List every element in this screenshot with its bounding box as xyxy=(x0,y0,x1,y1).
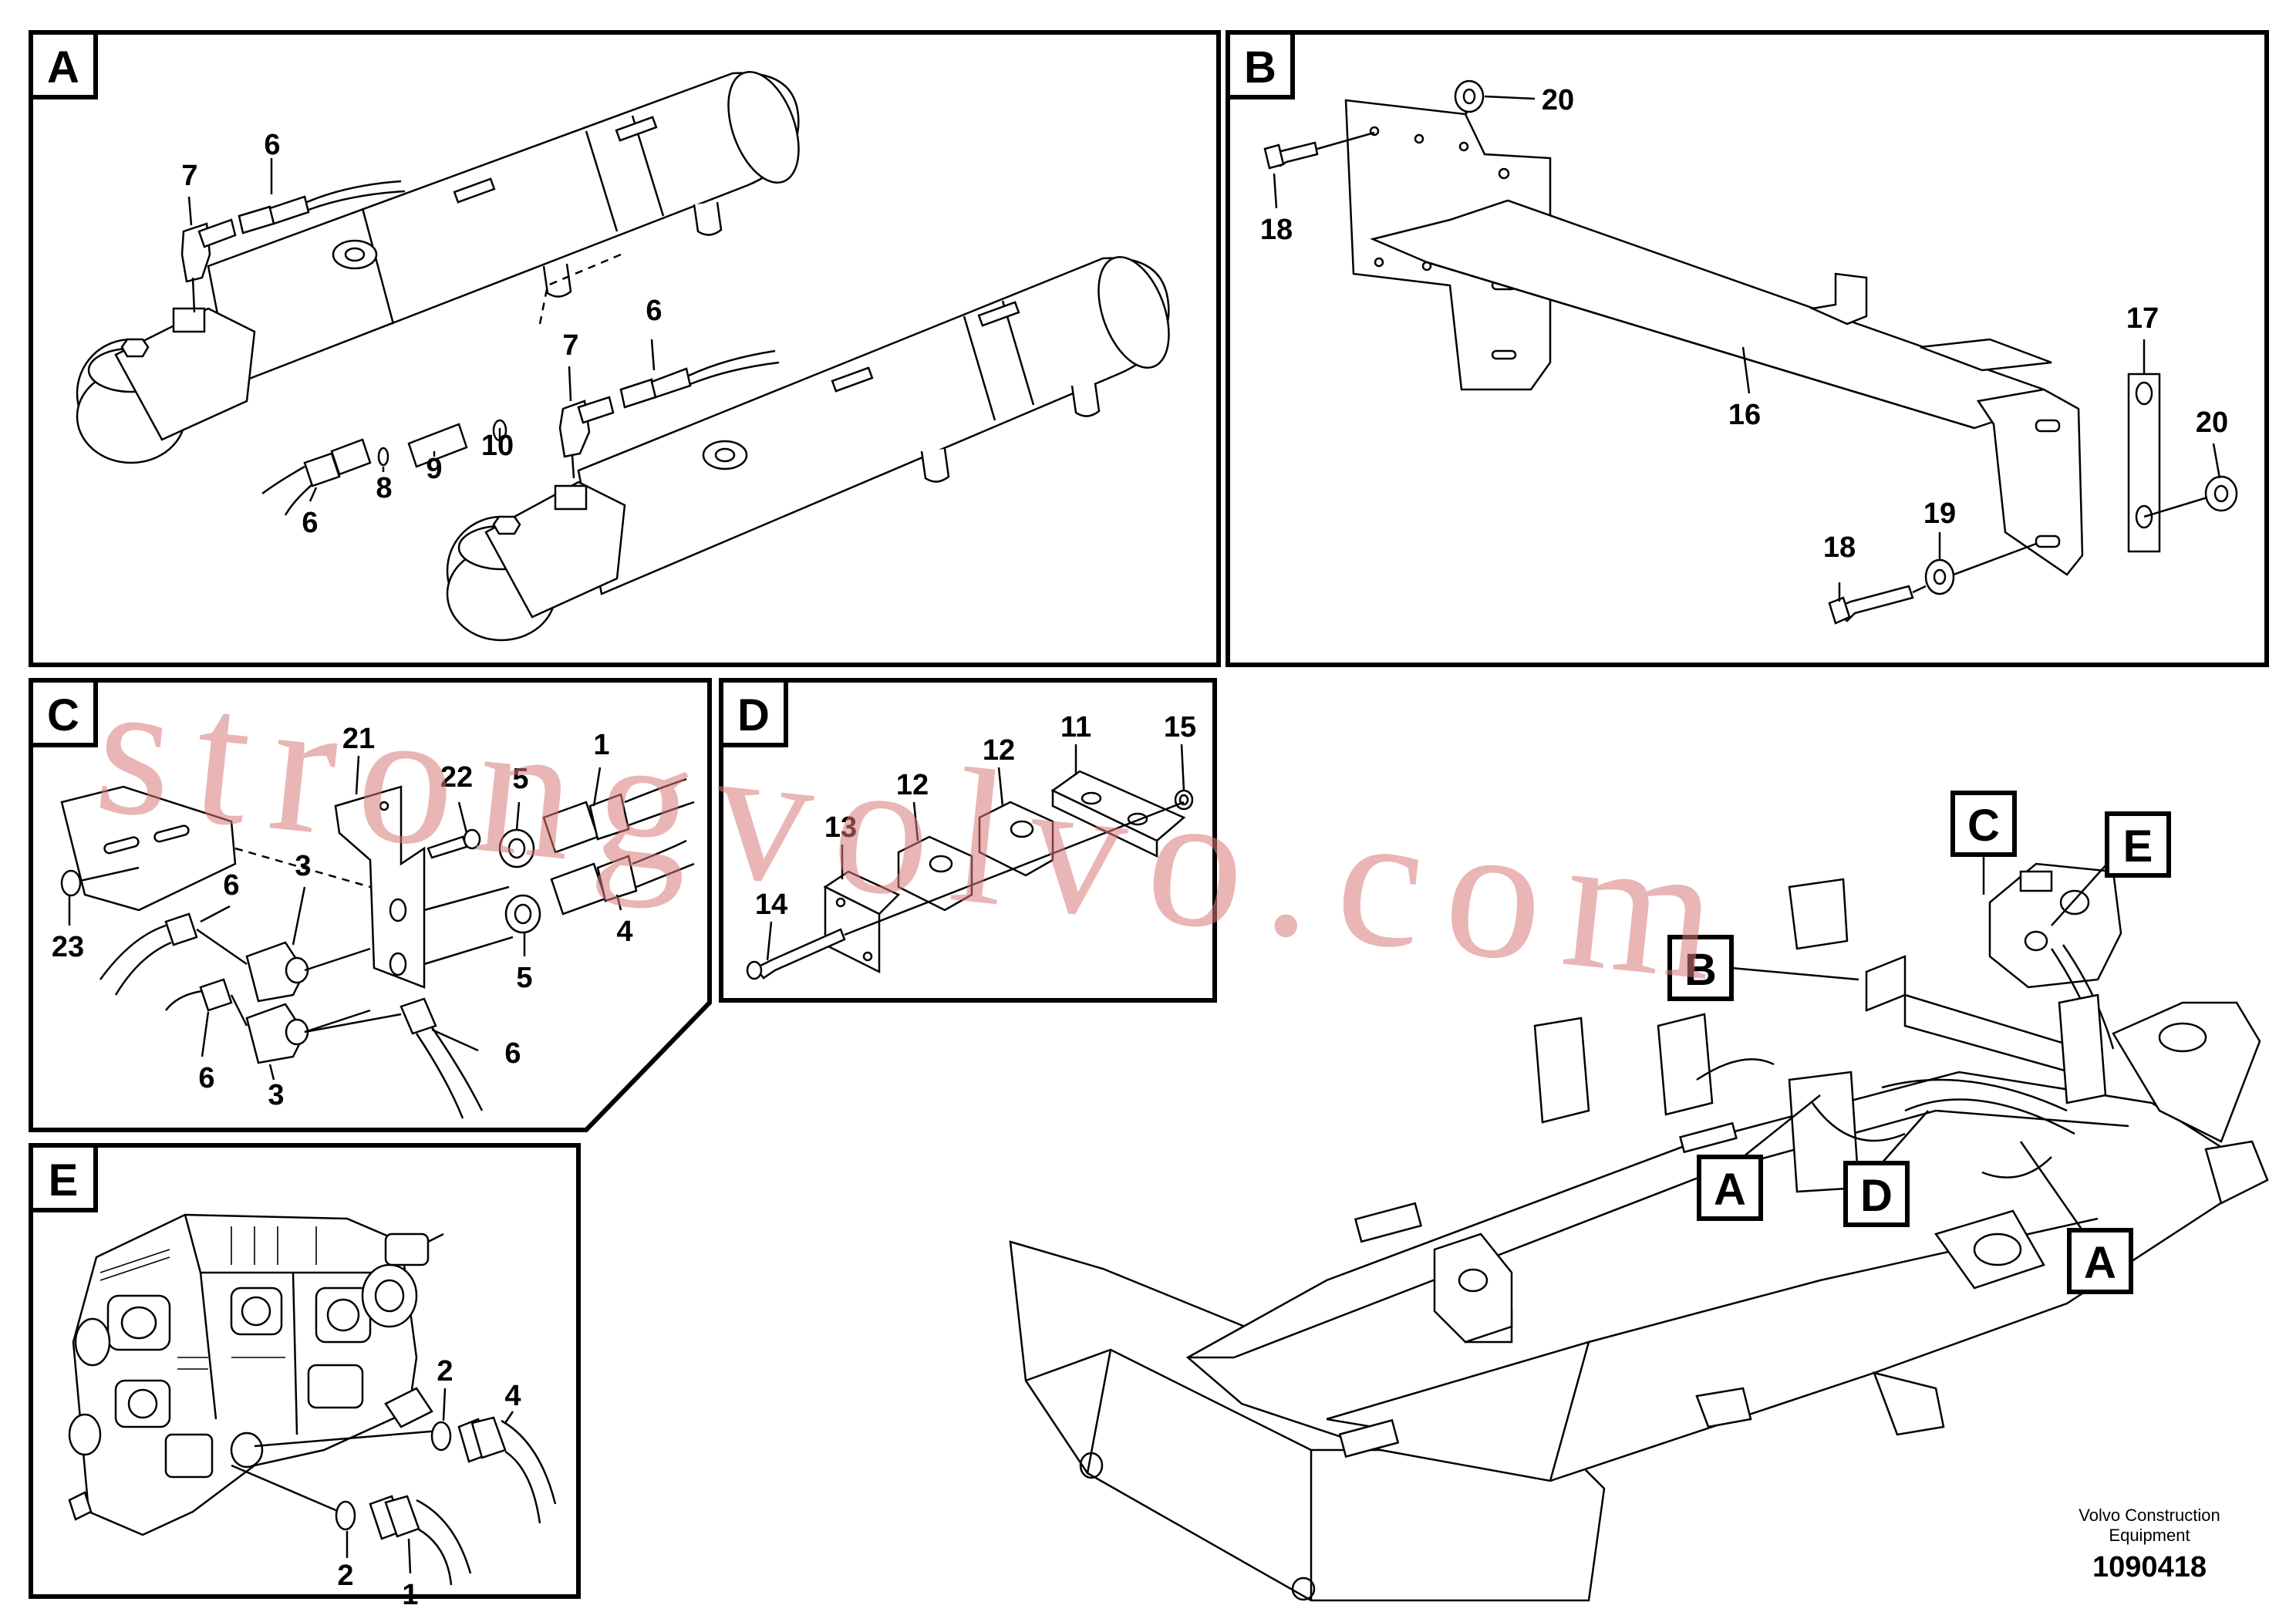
cylinder-lower xyxy=(446,255,1170,642)
brand-line-1: Volvo Construction xyxy=(2079,1506,2220,1525)
callout-d-5: 14 xyxy=(755,889,787,921)
callout-d-1: 15 xyxy=(1164,711,1196,744)
overview-label-d: D xyxy=(1843,1110,1929,1227)
callout-c-1: 22 xyxy=(440,761,473,794)
callout-e-1: 4 xyxy=(504,1380,521,1412)
callout-d-2: 12 xyxy=(983,734,1015,767)
callout-a-1: 6 xyxy=(264,129,280,161)
panel-a-letter: A xyxy=(47,42,79,93)
svg-text:A: A xyxy=(2084,1238,2116,1288)
doc-number: 1090418 xyxy=(2092,1551,2207,1583)
callout-b-2: 16 xyxy=(1728,399,1761,431)
callout-c-7: 5 xyxy=(516,962,532,994)
svg-text:C: C xyxy=(1967,801,2000,851)
cylinder-upper xyxy=(76,70,800,464)
callout-c-10: 3 xyxy=(268,1079,284,1111)
watermark: strongvolvo.com xyxy=(87,639,1749,1023)
callout-e-2: 2 xyxy=(337,1560,353,1592)
overview-label-e: E xyxy=(2051,811,2171,926)
brand-line-2: Equipment xyxy=(2109,1526,2190,1545)
callout-a-2: 7 xyxy=(562,329,578,362)
callout-d-0: 11 xyxy=(1060,711,1091,744)
svg-text:D: D xyxy=(1860,1171,1893,1221)
svg-text:E: E xyxy=(2123,821,2153,872)
overview-frame: C E B A D A xyxy=(1009,791,2269,1602)
callout-a-7: 6 xyxy=(302,507,318,539)
callout-c-2: 5 xyxy=(512,763,528,795)
callout-a-0: 7 xyxy=(181,160,197,192)
callout-d-3: 12 xyxy=(896,769,929,801)
callout-b-4: 20 xyxy=(2196,406,2228,439)
panel-c-letter: C xyxy=(47,690,79,740)
callout-c-0: 21 xyxy=(342,723,375,755)
svg-text:B: B xyxy=(1684,945,1717,995)
callout-c-9: 6 xyxy=(504,1037,521,1070)
panel-a: A xyxy=(29,30,1221,667)
callout-e-3: 1 xyxy=(402,1579,418,1611)
callout-a-3: 6 xyxy=(646,295,662,327)
callout-b-6: 18 xyxy=(1823,531,1856,564)
callout-a-6: 10 xyxy=(481,430,514,462)
panel-e-letter: E xyxy=(49,1155,79,1206)
overview-label-a-upper: A xyxy=(1697,1094,1821,1221)
callout-b-1: 18 xyxy=(1260,214,1293,246)
panel-e: E xyxy=(29,1143,581,1611)
overview-label-c: C xyxy=(1950,791,2017,895)
panel-d: D 11 15 12 12 13 14 xyxy=(719,678,1217,1003)
callout-c-11: 6 xyxy=(198,1062,214,1094)
overview-label-a-lower: A xyxy=(2019,1141,2133,1294)
panel-c: C xyxy=(29,678,712,1132)
callout-b-0: 20 xyxy=(1542,84,1574,116)
callout-b-3: 17 xyxy=(2126,302,2159,335)
callout-e-0: 2 xyxy=(437,1355,453,1388)
panel-d-letter: D xyxy=(737,690,770,740)
overview-label-b: B xyxy=(1667,935,1859,1001)
panel-b-letter: B xyxy=(1244,42,1276,93)
callout-a-5: 9 xyxy=(426,453,442,485)
callout-a-4: 8 xyxy=(376,472,392,504)
callout-d-4: 13 xyxy=(824,811,857,844)
svg-text:A: A xyxy=(1714,1165,1746,1215)
panel-b: B xyxy=(1226,30,2269,667)
callout-c-4: 3 xyxy=(295,850,311,882)
callout-c-5: 6 xyxy=(223,869,239,902)
callout-c-8: 4 xyxy=(616,916,632,948)
callout-b-5: 19 xyxy=(1923,497,1956,530)
callout-c-3: 1 xyxy=(593,729,609,761)
callout-c-6: 23 xyxy=(52,931,84,963)
